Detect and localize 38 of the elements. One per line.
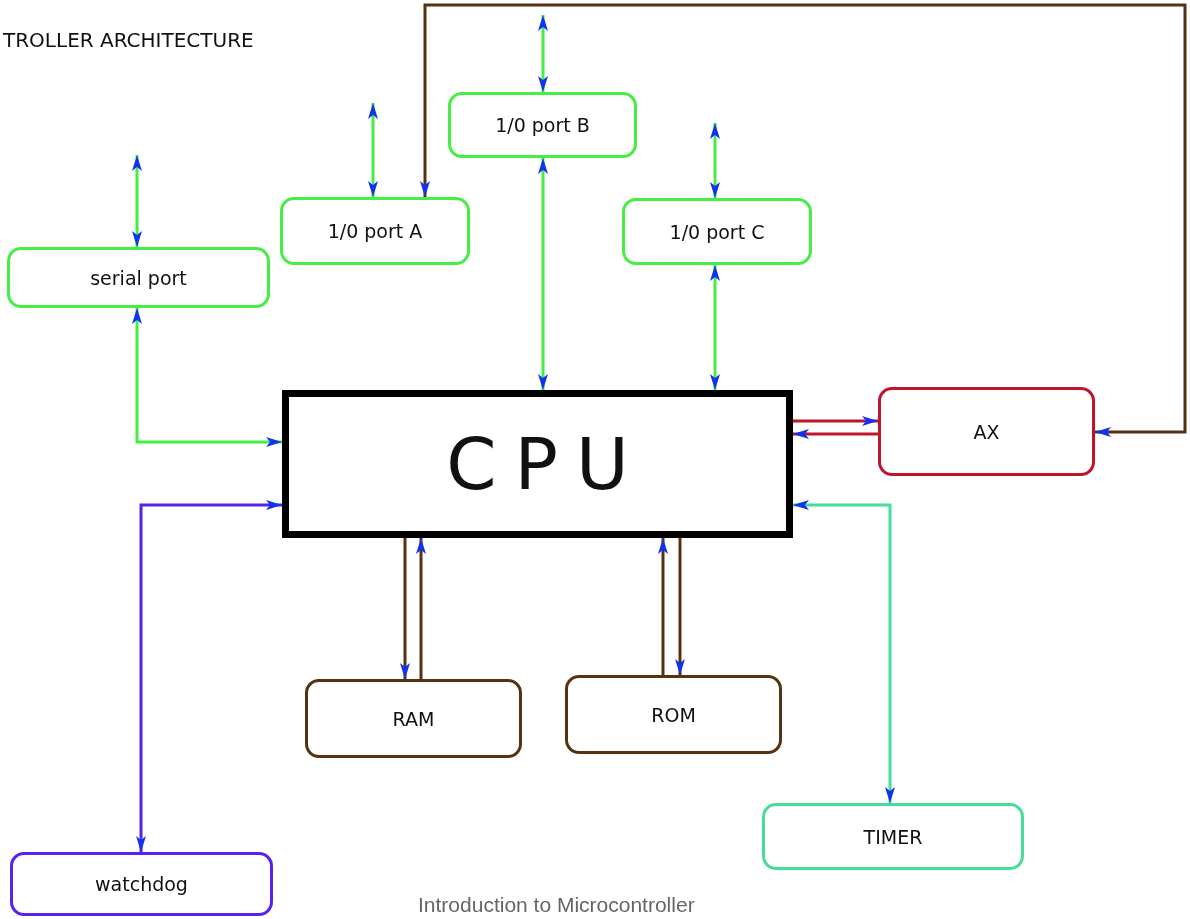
- port-box: [622, 198, 812, 265]
- diagram-title: TROLLER ARCHITECTURE: [3, 28, 254, 52]
- serial-port-box: [7, 247, 270, 308]
- arrow: [710, 123, 720, 198]
- arrow: [416, 538, 426, 679]
- arrow: [400, 538, 410, 679]
- port-box: [280, 197, 470, 265]
- arrow: [793, 416, 878, 426]
- box-label: ROM: [651, 703, 696, 726]
- arrow: [368, 103, 378, 197]
- box-label: AX: [973, 420, 1000, 443]
- box-label: TIMER: [863, 825, 923, 848]
- arrow: [132, 155, 142, 247]
- cpu-box: [282, 390, 793, 538]
- memory-box: [565, 675, 782, 754]
- arrow: [420, 3, 1187, 437]
- cpu-label: CPU: [445, 422, 647, 506]
- arrow: [136, 500, 282, 852]
- box-label: 1/0 port B: [495, 114, 590, 136]
- box-label: serial port: [90, 266, 187, 289]
- arrow: [793, 429, 878, 439]
- box-label: 1/0 port A: [327, 220, 423, 242]
- caption: Introduction to Microcontroller: [418, 893, 695, 917]
- box-label: watchdog: [95, 873, 188, 895]
- box-label: 1/0 port C: [669, 220, 765, 243]
- timer-box: [762, 803, 1024, 870]
- arrow: [538, 158, 548, 390]
- memory-box: [305, 679, 522, 758]
- register-box: [878, 387, 1095, 476]
- port-box: [448, 92, 637, 158]
- arrow: [675, 538, 685, 675]
- watchdog-box: [10, 852, 273, 916]
- box-label: RAM: [392, 707, 435, 730]
- arrow: [132, 308, 282, 447]
- arrow: [793, 500, 895, 803]
- arrow: [538, 15, 548, 92]
- arrow: [658, 538, 668, 675]
- arrow: [710, 265, 720, 390]
